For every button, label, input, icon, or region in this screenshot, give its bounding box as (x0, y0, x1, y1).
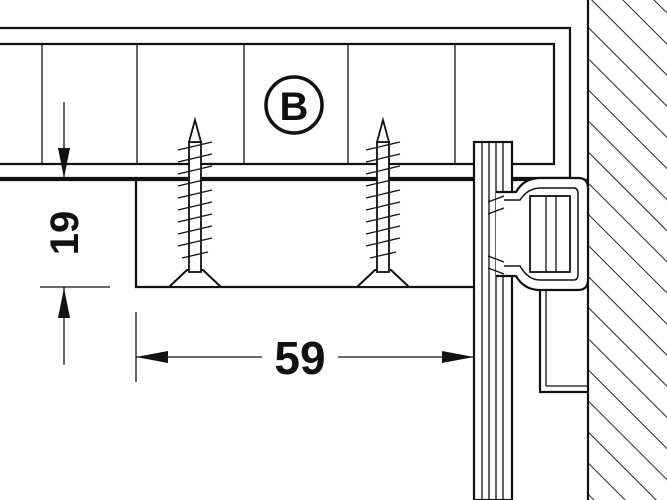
dimension-arrow-icon (442, 351, 474, 363)
label-b-text: B (280, 85, 309, 129)
dimension-width-text: 59 (274, 332, 325, 384)
dimension-width: 59 (135, 312, 474, 384)
wall-hatch-icon (586, 0, 667, 500)
wood-screw-icon (166, 116, 224, 288)
wood-screw-icon (354, 116, 412, 288)
label-circle-b: B (264, 75, 324, 135)
dimension-arrow-icon (58, 288, 70, 318)
bracket-fitting (487, 176, 590, 394)
dimension-height: 19 (40, 102, 110, 365)
dimension-arrow-icon (136, 351, 168, 363)
dimension-height-text: 19 (43, 211, 87, 256)
dimension-arrow-icon (58, 148, 70, 178)
